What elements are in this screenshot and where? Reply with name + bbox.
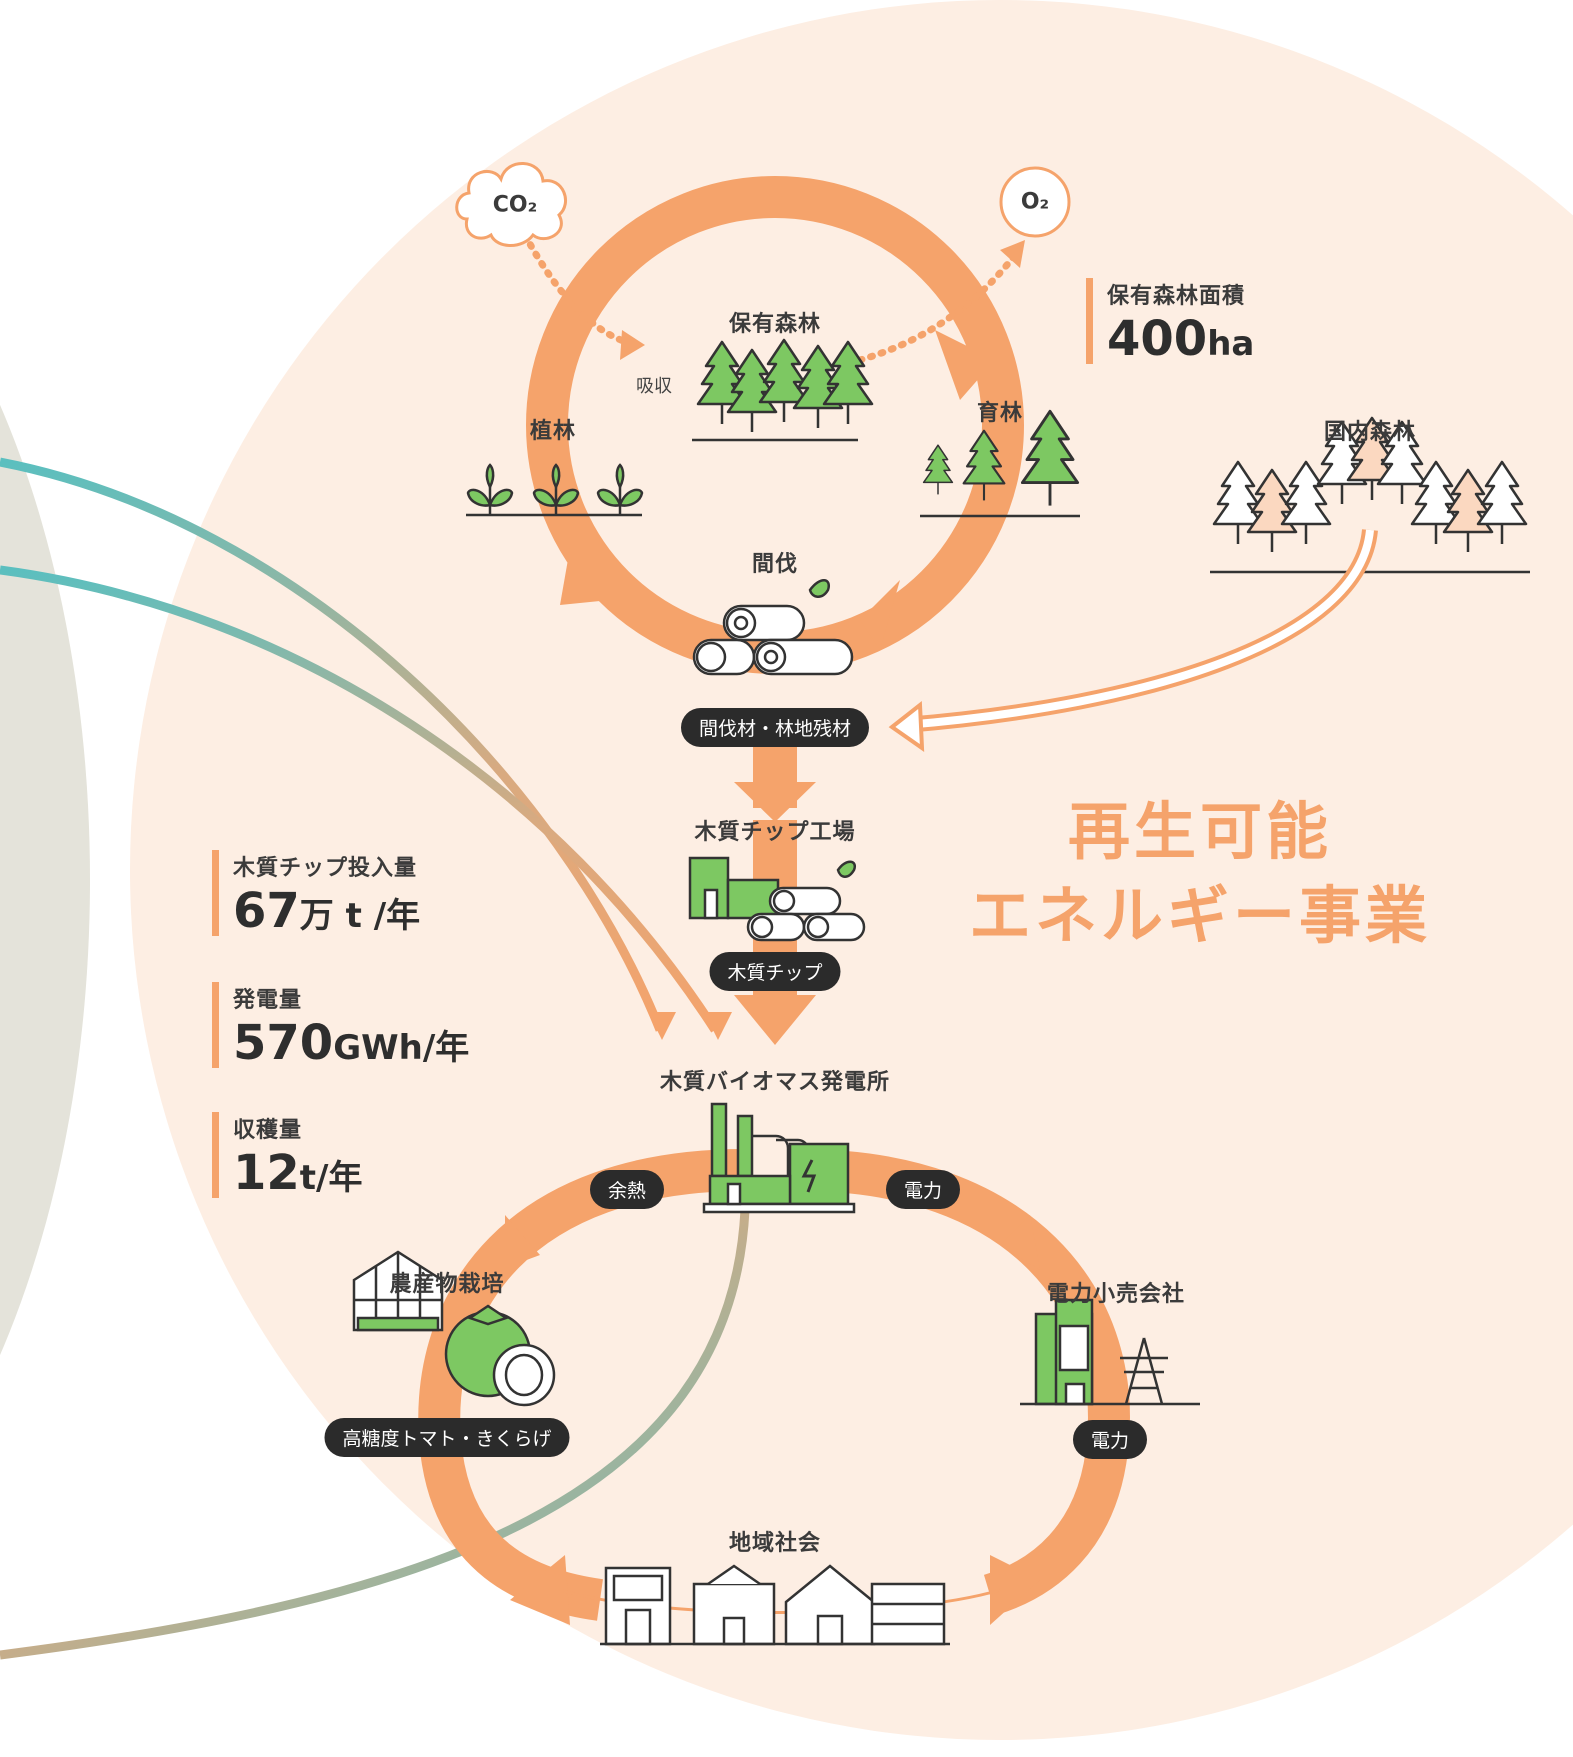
produce-pill: 高糖度トマト・きくらげ bbox=[324, 1418, 570, 1457]
sprout-icon bbox=[466, 463, 644, 517]
house-icon bbox=[600, 1564, 950, 1646]
generation-stat: 発電量 570GWh/年 bbox=[212, 982, 470, 1071]
power-plant-icon bbox=[702, 1102, 856, 1214]
building-icon bbox=[1034, 1298, 1094, 1406]
waste-heat-pill: 余熱 bbox=[589, 1170, 665, 1209]
chip-factory-label: 木質チップ工場 bbox=[694, 820, 856, 845]
retailer-electricity-pill: 電力 bbox=[1072, 1420, 1148, 1459]
chip-input-stat: 木質チップ投入量 67万 t /年 bbox=[212, 850, 421, 939]
nurturing-label: 育林 bbox=[976, 401, 1024, 426]
teal-curve-upper bbox=[0, 457, 665, 1032]
cycle-arrowhead-right bbox=[935, 330, 995, 400]
harvest-label: 収穫量 bbox=[233, 1118, 303, 1143]
lower-loop bbox=[418, 1149, 746, 1621]
chip-input-label: 木質チップ投入量 bbox=[233, 856, 418, 881]
co2-dotted-path bbox=[521, 231, 644, 349]
power-plant-label: 木質バイオマス発電所 bbox=[659, 1070, 891, 1095]
tomato-icon bbox=[444, 1304, 556, 1407]
forest-area-unit: ha bbox=[1207, 324, 1255, 364]
teal-curve-lower bbox=[0, 565, 719, 1033]
teal-arrowhead-2 bbox=[704, 1012, 732, 1040]
tree-icon bbox=[1210, 416, 1530, 574]
planting-label: 植林 bbox=[529, 419, 577, 444]
absorb-label: 吸収 bbox=[636, 376, 672, 397]
chip-input-unit: 万 t /年 bbox=[299, 896, 421, 936]
title-line-1: 再生可能 bbox=[1067, 795, 1332, 868]
pylon-icon bbox=[1020, 1337, 1200, 1406]
owned-forest-label: 保有森林 bbox=[728, 312, 822, 337]
factory-icon bbox=[688, 856, 866, 942]
thinned-wood-pill: 間伐材・林地残材 bbox=[680, 708, 870, 747]
log-icon bbox=[692, 579, 854, 676]
generation-label: 発電量 bbox=[233, 988, 303, 1013]
teal-arrowhead-1 bbox=[648, 1012, 676, 1040]
page-title: 再生可能 エネルギー事業 bbox=[950, 790, 1450, 958]
generation-unit: GWh/年 bbox=[333, 1028, 470, 1068]
title-line-2: エネルギー事業 bbox=[968, 879, 1431, 952]
forest-area-value: 400 bbox=[1107, 311, 1208, 367]
harvest-value: 12 bbox=[233, 1145, 300, 1201]
teal-curve-bottom bbox=[0, 1209, 750, 1660]
harvest-stat: 収穫量 12t/年 bbox=[212, 1112, 363, 1201]
cloud-icon bbox=[455, 162, 568, 247]
generation-value: 570 bbox=[233, 1015, 334, 1071]
thinning-label: 間伐 bbox=[751, 552, 799, 577]
electricity-pill: 電力 bbox=[885, 1170, 961, 1209]
community-label: 地域社会 bbox=[728, 1531, 822, 1556]
tree-icon bbox=[692, 338, 874, 442]
tree-icon bbox=[920, 409, 1080, 518]
left-circle bbox=[0, 405, 90, 1355]
harvest-unit: t/年 bbox=[299, 1158, 363, 1198]
school-icon bbox=[604, 1564, 776, 1646]
cloud-icon bbox=[999, 166, 1071, 238]
cycle-arrowhead-bottom bbox=[860, 580, 900, 650]
forest-area-label: 保有森林面積 bbox=[1107, 284, 1246, 309]
forest-area-stat: 保有森林面積 400ha bbox=[1086, 278, 1255, 367]
wood-chip-pill: 木質チップ bbox=[709, 952, 841, 991]
chip-input-value: 67 bbox=[233, 883, 300, 939]
o2-dotted-path bbox=[856, 251, 1019, 364]
o2-label: O₂ bbox=[1020, 189, 1050, 215]
greenhouse-icon bbox=[352, 1250, 444, 1332]
co2-label: CO₂ bbox=[492, 192, 538, 218]
domestic-forest-label: 国内森林 bbox=[1323, 420, 1417, 445]
cycle-arrowhead-left bbox=[560, 548, 610, 605]
agriculture-label: 農産物栽培 bbox=[389, 1272, 505, 1297]
retailer-label: 電力小売会社 bbox=[1046, 1282, 1186, 1307]
